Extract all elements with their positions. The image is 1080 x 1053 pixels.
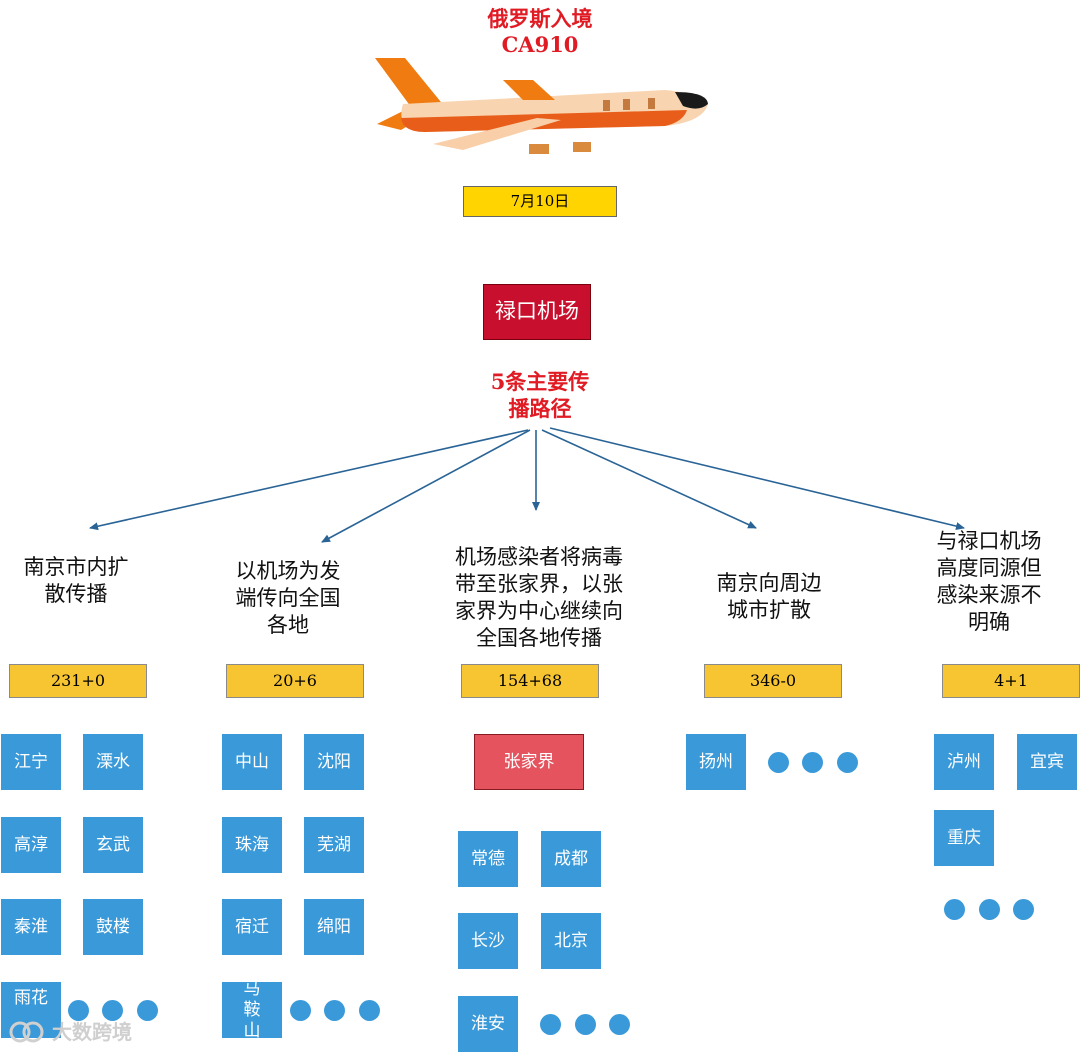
city-mianyang: 绵阳 (304, 899, 364, 955)
city-xuanwu: 玄武 (83, 817, 143, 873)
more-dot (575, 1014, 596, 1035)
city-gulou: 鼓楼 (83, 899, 143, 955)
more-dot (359, 1000, 380, 1021)
more-dot (609, 1014, 630, 1035)
more-dot (290, 1000, 311, 1021)
path-3-label: 机场感染者将病毒 带至张家界，以张 家界为中心继续向 全国各地传播 (455, 545, 623, 650)
arrow-to-path-5 (549, 427, 965, 531)
city-wuhu: 芜湖 (304, 817, 364, 873)
more-dot (802, 752, 823, 773)
more-dot (837, 752, 858, 773)
more-dot (540, 1014, 561, 1035)
city-maanshan: 马鞍山 (222, 979, 282, 1041)
city-suqian: 宿迁 (222, 899, 282, 955)
date-badge: 7月10日 (463, 186, 617, 217)
path-4-label: 南京向周边 城市扩散 (716, 571, 822, 622)
city-zhuhai: 珠海 (222, 817, 282, 873)
arrow-to-path-1 (89, 429, 529, 531)
city-beijing: 北京 (541, 913, 601, 969)
city-yibin: 宜宾 (1017, 734, 1077, 790)
weibo-logo-icon (9, 1021, 44, 1042)
hub-lukou-airport: 禄口机场 (483, 284, 591, 340)
city-chengdu: 成都 (541, 831, 601, 887)
more-dot (137, 1000, 158, 1021)
routes-title-line2: 播路径 (508, 396, 572, 421)
flight-number: CA910 (501, 32, 579, 57)
city-chongqing: 重庆 (934, 810, 994, 866)
city-gaochun: 高淳 (1, 817, 61, 873)
path-3-count: 154+68 (461, 664, 599, 698)
path-5-count: 4+1 (942, 664, 1080, 698)
city-luzhou: 泸州 (934, 734, 994, 790)
more-dot (324, 1000, 345, 1021)
airplane-icon (375, 58, 708, 154)
more-dot (944, 899, 965, 920)
more-dot (102, 1000, 123, 1021)
city-shenyang: 沈阳 (304, 734, 364, 790)
more-dot (1013, 899, 1034, 920)
more-dot (68, 1000, 89, 1021)
arrow-to-path-4 (541, 429, 757, 529)
more-dot (768, 752, 789, 773)
path-4-count: 346-0 (704, 664, 842, 698)
city-zhongshan: 中山 (222, 734, 282, 790)
city-changde: 常德 (458, 831, 518, 887)
path-1-count: 231+0 (9, 664, 147, 698)
city-huaian: 淮安 (458, 996, 518, 1052)
path-2-count: 20+6 (226, 664, 364, 698)
arrow-to-path-2 (321, 429, 531, 543)
path-1-label: 南京市内扩 散传播 (23, 555, 129, 606)
city-jiangning: 江宁 (1, 734, 61, 790)
more-dot (979, 899, 1000, 920)
path-5-label: 与禄口机场 高度同源但 感染来源不 明确 (936, 529, 1042, 634)
city-yangzhou: 扬州 (686, 734, 746, 790)
watermark: 大数跨境 (8, 1016, 132, 1045)
spread-arrows (89, 427, 965, 543)
city-qinhuai: 秦淮 (1, 899, 61, 955)
city-lishui: 溧水 (83, 734, 143, 790)
routes-title-line1: 5条主要传 (490, 369, 590, 394)
city-changsha: 长沙 (458, 913, 518, 969)
flight-origin-title: 俄罗斯入境 (487, 6, 593, 31)
watermark-text: 大数跨境 (52, 1020, 132, 1044)
path-2-label: 以机场为发 端传向全国 各地 (235, 559, 341, 637)
city-zhangjiajie-hub: 张家界 (474, 734, 584, 790)
